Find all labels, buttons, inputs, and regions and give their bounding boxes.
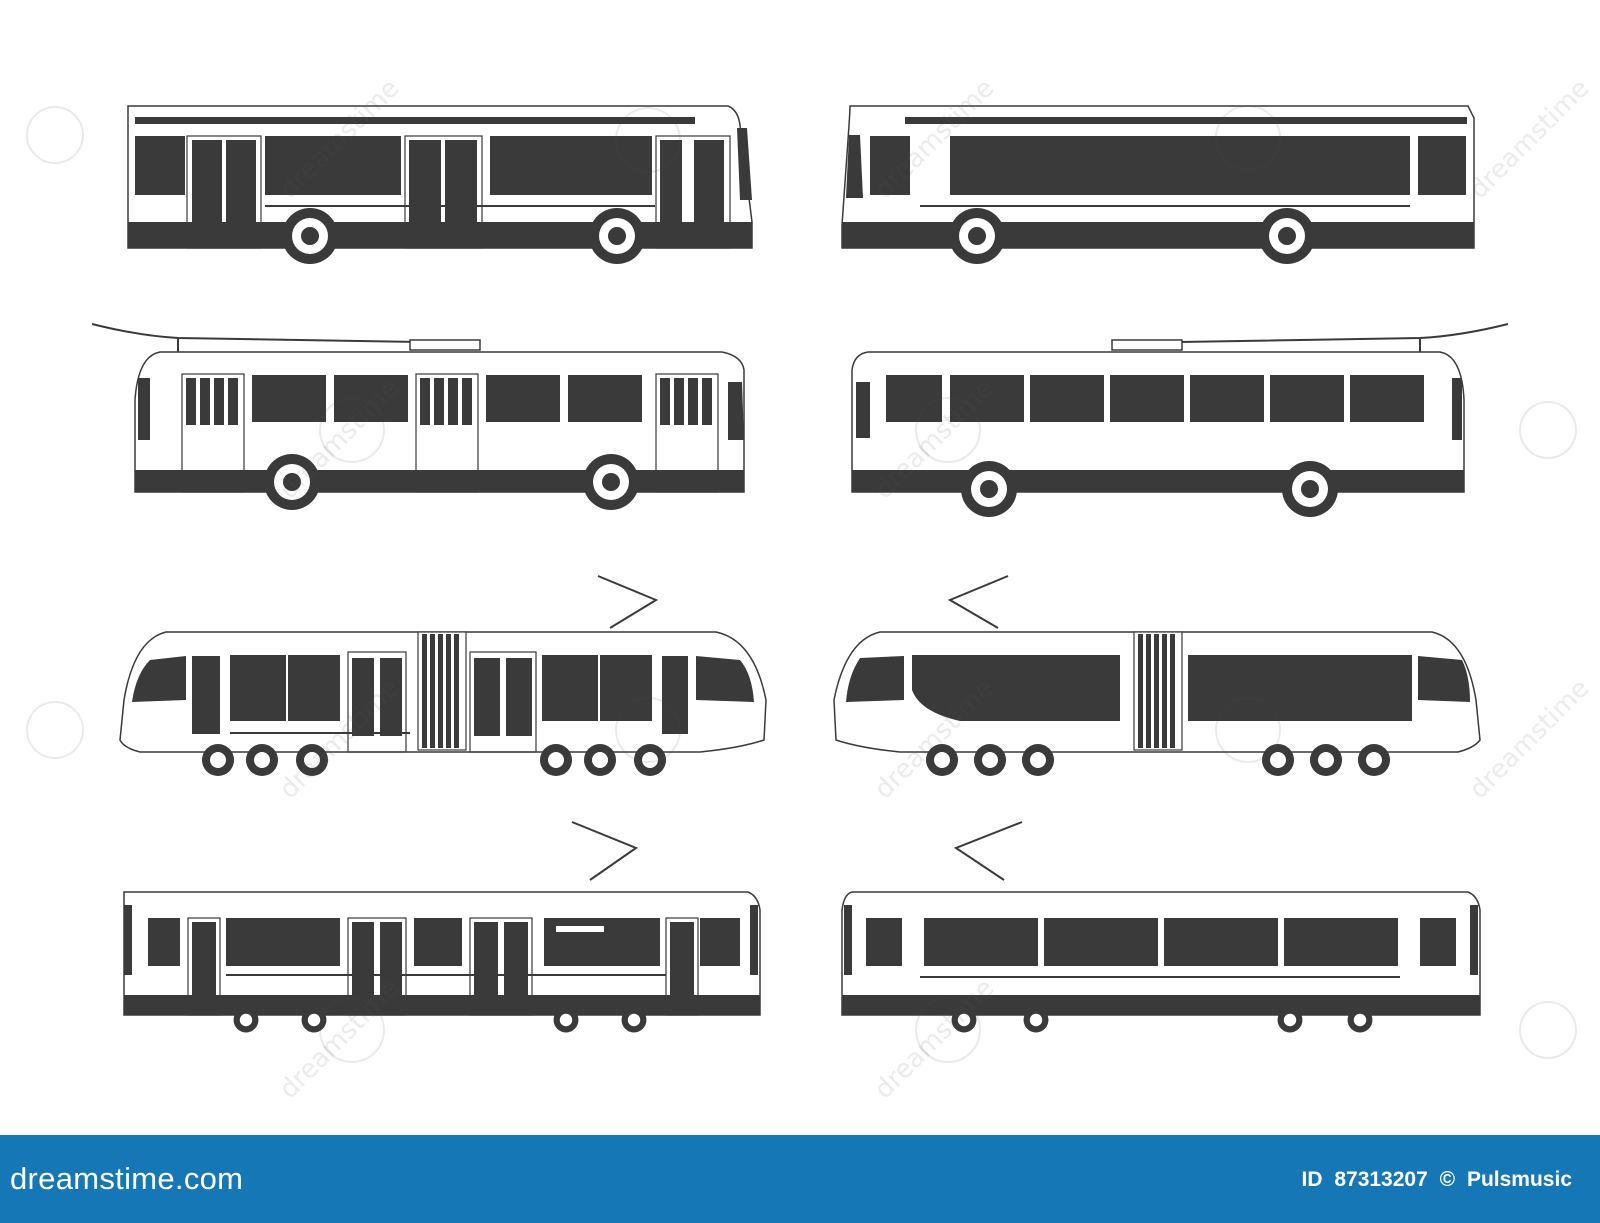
- watermark-logo-icon: [1215, 105, 1281, 171]
- watermark-logo-icon: [319, 397, 385, 463]
- tram-right-view: [841, 821, 1481, 1033]
- watermark-logo-icon: [26, 106, 84, 164]
- bus-right-view: [841, 105, 1475, 264]
- articulated-tram-left-view: [119, 575, 767, 776]
- articulated-tram-right-view: [833, 575, 1481, 776]
- watermark-logo-icon: [319, 997, 385, 1063]
- watermark-logo-icon: [615, 107, 681, 173]
- watermark-logo-icon: [615, 697, 681, 763]
- image-credit: ID 87313207 © Pulsmusic: [1296, 1155, 1573, 1205]
- vehicle-illustration: dreamstime dreamstime dreamstime dreamst…: [26, 73, 1596, 1105]
- author-name[interactable]: Pulsmusic: [1466, 1168, 1572, 1191]
- trolleybus-left-view: [91, 323, 745, 510]
- watermark-logo-icon: [26, 701, 84, 759]
- id-label: ID: [1301, 1168, 1323, 1191]
- watermark-logo-icon: [915, 997, 981, 1063]
- watermark-layer: [26, 105, 1577, 1063]
- watermark-text: dreamstime: [1464, 73, 1596, 205]
- bus-left-view: [127, 105, 753, 264]
- id-number: 87313207: [1334, 1168, 1428, 1191]
- dreamstime-logo[interactable]: dreamstime.com: [10, 1161, 244, 1196]
- watermark-text: dreamstime: [1464, 673, 1596, 805]
- watermark-logo-icon: [1215, 697, 1281, 763]
- watermark-logo-icon: [1519, 1001, 1577, 1059]
- tram-left-view: [123, 821, 761, 1033]
- watermark-logo-icon: [915, 397, 981, 463]
- footer-bar: dreamstime.com ID 87313207 © Pulsmusic: [0, 1135, 1600, 1223]
- copyright-symbol: ©: [1439, 1168, 1456, 1191]
- trolleybus-right-view: [851, 323, 1509, 517]
- watermark-logo-icon: [1519, 401, 1577, 459]
